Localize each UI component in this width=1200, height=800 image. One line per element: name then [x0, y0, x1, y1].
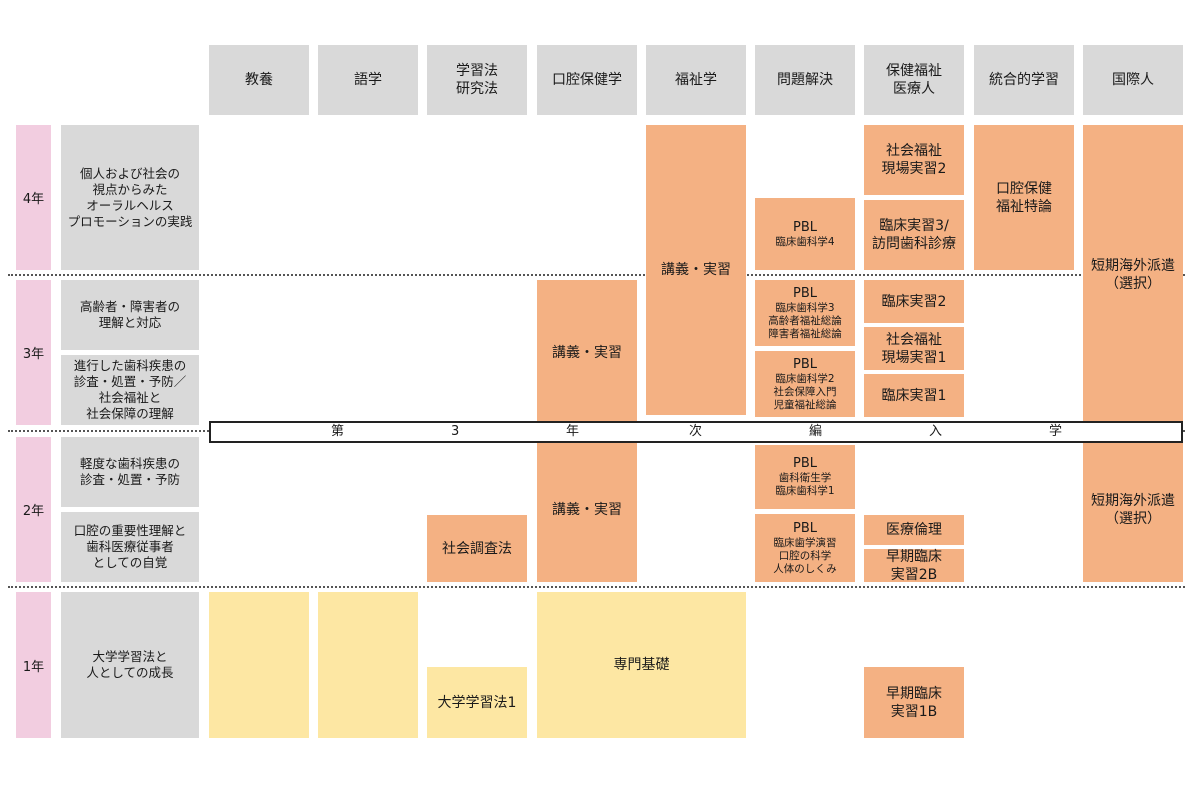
clinical-practice-2: 臨床実習2: [864, 280, 964, 323]
pbl-subjects: 臨床歯学演習 口腔の科学 人体のしくみ: [773, 536, 837, 575]
year-label-2: 2年: [16, 437, 51, 582]
banner-char: 3: [451, 424, 460, 439]
theme-year-2-mild: 軽度な歯科疾患の 診査・処置・予防: [61, 437, 199, 507]
theme-year-3-advanced: 進行した歯科疾患の 診査・処置・予防／ 社会福祉と 社会保障の理解: [61, 355, 199, 425]
specialized-basics-block: 専門基礎: [537, 592, 746, 738]
specialized-basics-label: 専門基礎: [613, 657, 670, 673]
oral-health-lecture-practice-year2: 講義・実習: [537, 437, 637, 582]
column-header-problem-solving: 問題解決: [755, 45, 855, 115]
theme-year-3-elderly: 高齢者・障害者の 理解と対応: [61, 280, 199, 350]
year-separator-2-1: [8, 586, 1185, 588]
column-header-international: 国際人: [1083, 45, 1183, 115]
university-study-skills-1: 大学学習法1: [427, 667, 527, 738]
column-header-integrated-learning: 統合的学習: [974, 45, 1074, 115]
banner-char: 年: [566, 424, 580, 439]
pbl-subjects: 臨床歯科学3 高齢者福祉総論 障害者福祉総論: [768, 301, 842, 340]
oral-health-lecture-practice-year3: 講義・実習: [537, 280, 637, 425]
pbl-clinical-dentistry-4: PBL 臨床歯科学4: [755, 198, 855, 270]
pbl-subjects: 臨床歯科学4: [775, 235, 835, 248]
column-header-health-welfare-professional: 保健福祉 医療人: [864, 45, 964, 115]
column-header-oral-health: 口腔保健学: [537, 45, 637, 115]
banner-char: 次: [689, 424, 703, 439]
pbl-title: PBL: [792, 356, 817, 372]
pbl-clinical-exercise: PBL 臨床歯学演習 口腔の科学 人体のしくみ: [755, 514, 855, 582]
liberal-arts-block: [209, 592, 309, 738]
year-separator-4-3: [8, 274, 1185, 276]
pbl-title: PBL: [792, 456, 817, 471]
social-survey-methods: 社会調査法: [427, 515, 527, 582]
clinical-practice-1: 臨床実習1: [864, 374, 964, 417]
column-header-welfare: 福祉学: [646, 45, 746, 115]
language-block: [318, 592, 418, 738]
pbl-clinical-dentistry-2: PBL 臨床歯科学2 社会保障入門 児童福祉総論: [755, 351, 855, 417]
column-header-language: 語学: [318, 45, 418, 115]
banner-char: 入: [929, 424, 943, 439]
year-label-3: 3年: [16, 280, 51, 425]
oral-health-welfare-seminar: 口腔保健 福祉特論: [974, 125, 1074, 270]
early-clinical-practice-1b: 早期臨床 実習1B: [864, 667, 964, 738]
pbl-subjects: 臨床歯科学2 社会保障入門 児童福祉総論: [773, 372, 837, 411]
pbl-clinical-dentistry-3: PBL 臨床歯科学3 高齢者福祉総論 障害者福祉総論: [755, 280, 855, 346]
year-label-4: 4年: [16, 125, 51, 270]
pbl-subjects: 歯科衛生学 臨床歯科学1: [775, 472, 835, 497]
banner-char: 学: [1049, 424, 1063, 439]
social-welfare-field-practice-1: 社会福祉 現場実習1: [864, 327, 964, 370]
theme-year-2-awareness: 口腔の重要性理解と 歯科医療従事者 としての自覚: [61, 512, 199, 582]
short-term-overseas-upper: 短期海外派遣 （選択）: [1083, 125, 1183, 425]
medical-ethics: 医療倫理: [864, 515, 964, 545]
column-header-liberal-arts: 教養: [209, 45, 309, 115]
pbl-dental-hygiene: PBL 歯科衛生学 臨床歯科学1: [755, 445, 855, 509]
pbl-title: PBL: [792, 219, 817, 235]
banner-char: 編: [809, 424, 823, 439]
theme-year-1: 大学学習法と 人としての成長: [61, 592, 199, 738]
year-label-1: 1年: [16, 592, 51, 738]
short-term-overseas-lower: 短期海外派遣 （選択）: [1083, 437, 1183, 582]
welfare-lecture-practice: 講義・実習: [646, 125, 746, 415]
pbl-title: PBL: [792, 285, 817, 301]
column-header-study-methods: 学習法 研究法: [427, 45, 527, 115]
clinical-practice-3: 臨床実習3/ 訪問歯科診療: [864, 200, 964, 270]
early-clinical-practice-2b: 早期臨床 実習2B: [864, 549, 964, 583]
pbl-title: PBL: [792, 520, 817, 536]
social-welfare-field-practice-2: 社会福祉 現場実習2: [864, 125, 964, 195]
theme-year-4: 個人および社会の 視点からみた オーラルヘルス プロモーションの実践: [61, 125, 199, 270]
third-year-transfer-banner: 第 3 年 次 編 入 学: [209, 421, 1183, 443]
banner-char: 第: [331, 424, 345, 439]
